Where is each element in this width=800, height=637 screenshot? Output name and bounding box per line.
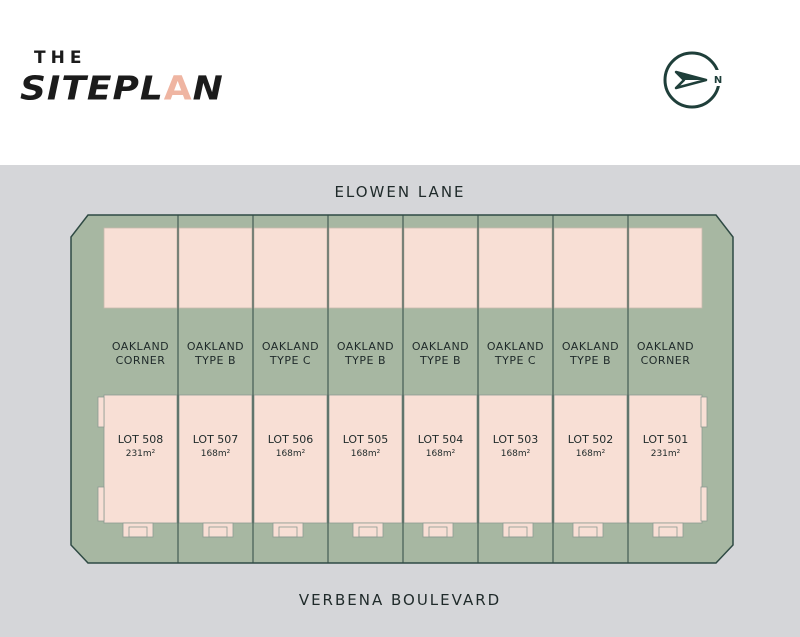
lot-entry-step-inner [278, 526, 298, 538]
lot-type-line2: CORNER [641, 354, 691, 367]
lot-type-line1: OAKLAND [412, 340, 469, 353]
lot-side-notch [97, 486, 105, 522]
lot-entry-step [122, 522, 154, 538]
lot-rear-block [478, 227, 553, 309]
lot-entry-step-inner [128, 526, 148, 538]
lot-type-line2: CORNER [116, 354, 166, 367]
lot-rear-block [103, 227, 178, 309]
lot-house-block [178, 394, 253, 524]
lot-side-notch [700, 486, 708, 522]
lot-entry-step [422, 522, 454, 538]
lot-number: LOT 506 [268, 433, 314, 446]
lot-area: 168m² [276, 449, 306, 459]
lot-area: 168m² [426, 449, 456, 459]
lot-entry-step [202, 522, 234, 538]
logo: SITEPLAN [20, 70, 224, 108]
lot-number: LOT 504 [418, 433, 464, 446]
lot-house-block [403, 394, 478, 524]
lot-area: 231m² [126, 449, 156, 459]
lot-type-line2: TYPE B [194, 354, 236, 367]
lot-entry-step-inner [428, 526, 448, 538]
lot-rear-block [178, 227, 253, 309]
lot-type-line2: TYPE C [269, 354, 311, 367]
logo-accent-letter: A [163, 70, 193, 108]
lot-type-line2: TYPE B [419, 354, 461, 367]
lot-type-line1: OAKLAND [562, 340, 619, 353]
lot-area: 168m² [576, 449, 606, 459]
header: THE SITEPLAN N [0, 0, 800, 165]
lot-rear-block [253, 227, 328, 309]
lot-type-line2: TYPE B [344, 354, 386, 367]
lot-number: LOT 505 [343, 433, 389, 446]
lot-number: LOT 502 [568, 433, 614, 446]
lot-number: LOT 501 [643, 433, 689, 446]
compass-label: N [714, 75, 722, 86]
lot-entry-step-inner [508, 526, 528, 538]
lot-entry-step-inner [358, 526, 378, 538]
lot-entry-step-inner [578, 526, 598, 538]
lot-type-line2: TYPE C [494, 354, 536, 367]
lot-type-line1: OAKLAND [337, 340, 394, 353]
lot-area: 168m² [501, 449, 531, 459]
logo-text: SITEPLAN [20, 70, 224, 108]
lot-entry-step-inner [658, 526, 678, 538]
lot-rear-block [403, 227, 478, 309]
lot-number: LOT 508 [118, 433, 164, 446]
lot-house-block [478, 394, 553, 524]
lot-house-block [553, 394, 628, 524]
lot-number: LOT 507 [193, 433, 239, 446]
street-top: ELOWEN LANE [334, 183, 466, 201]
lot-rear-block [328, 227, 403, 309]
lot-rear-block [553, 227, 628, 309]
lot-type-line2: TYPE B [569, 354, 611, 367]
lot-type-line1: OAKLAND [637, 340, 694, 353]
lot-type-line1: OAKLAND [187, 340, 244, 353]
lot-house-block [103, 394, 178, 524]
lot-house-block [628, 394, 703, 524]
lot-side-notch [97, 396, 105, 428]
lot-area: 168m² [351, 449, 381, 459]
lot-area: 168m² [201, 449, 231, 459]
compass-icon: N [663, 51, 724, 109]
lot-entry-step [502, 522, 534, 538]
lot-type-line1: OAKLAND [262, 340, 319, 353]
lot-entry-step [572, 522, 604, 538]
logo-prefix: THE [34, 48, 87, 68]
lot-type-line1: OAKLAND [487, 340, 544, 353]
lot-entry-step [652, 522, 684, 538]
lot-type-line1: OAKLAND [112, 340, 169, 353]
lot-house-block [328, 394, 403, 524]
lot-number: LOT 503 [493, 433, 539, 446]
lot-entry-step-inner [208, 526, 228, 538]
lot-house-block [253, 394, 328, 524]
lot-side-notch [700, 396, 708, 428]
street-bottom: VERBENA BOULEVARD [298, 591, 502, 609]
lot-rear-block [628, 227, 703, 309]
lot-entry-step [352, 522, 384, 538]
lot-area: 231m² [651, 449, 681, 459]
lot-entry-step [272, 522, 304, 538]
